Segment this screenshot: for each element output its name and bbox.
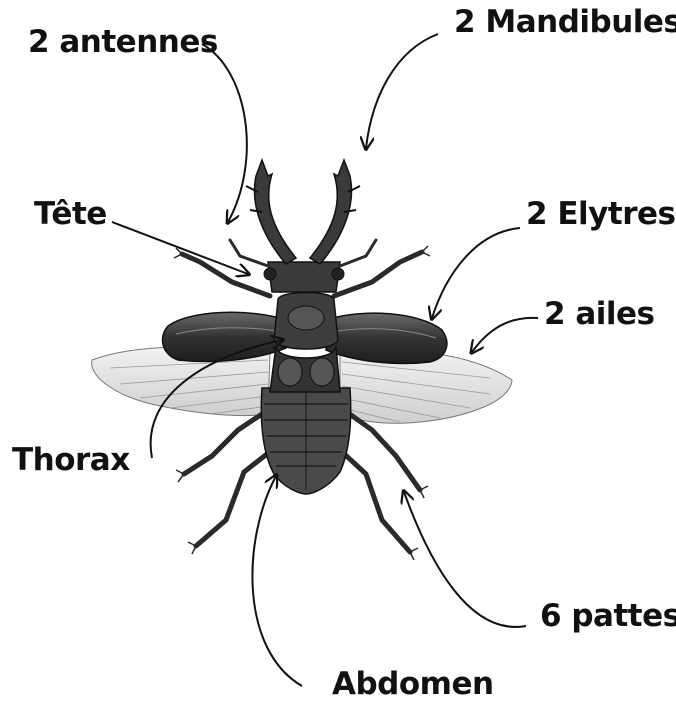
label-abdomen: Abdomen	[332, 666, 494, 702]
label-thorax: Thorax	[12, 442, 130, 478]
arrow-elytres	[432, 228, 520, 318]
label-antennes: 2 antennes	[28, 24, 218, 60]
arrow-antennes	[202, 44, 247, 222]
label-mandibules: 2 Mandibules	[454, 4, 676, 40]
arrow-pattes	[404, 492, 526, 627]
arrow-tete	[112, 222, 248, 274]
arrow-mandibules	[366, 34, 438, 148]
elytron-left	[163, 312, 286, 361]
elytron-right	[326, 313, 447, 363]
arrow-abdomen	[252, 476, 302, 686]
label-tete: Tête	[34, 196, 107, 232]
label-pattes: 6 pattes	[540, 598, 676, 634]
beetle-thorax	[270, 293, 340, 393]
beetle-mandibles	[246, 160, 360, 264]
beetle-head	[264, 262, 344, 292]
label-ailes: 2 ailes	[544, 296, 655, 332]
label-elytres: 2 Elytres	[526, 196, 675, 232]
arrow-ailes	[472, 318, 538, 352]
